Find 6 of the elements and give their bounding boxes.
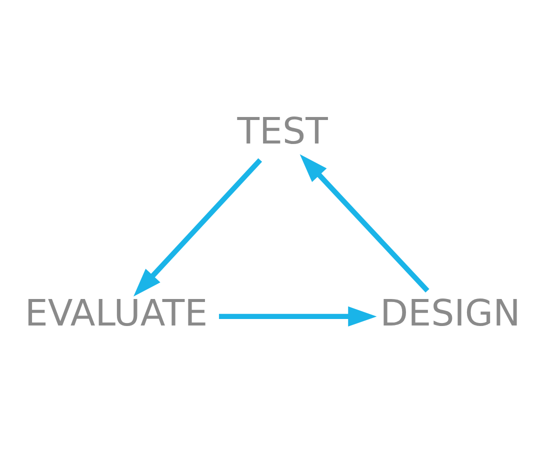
node-text: TEST [237,110,328,153]
node-text: EVALUATE [24,291,208,334]
arrow [134,158,262,297]
arrow [218,306,377,326]
node-text: DESIGN [380,291,520,334]
arrow [300,154,430,293]
